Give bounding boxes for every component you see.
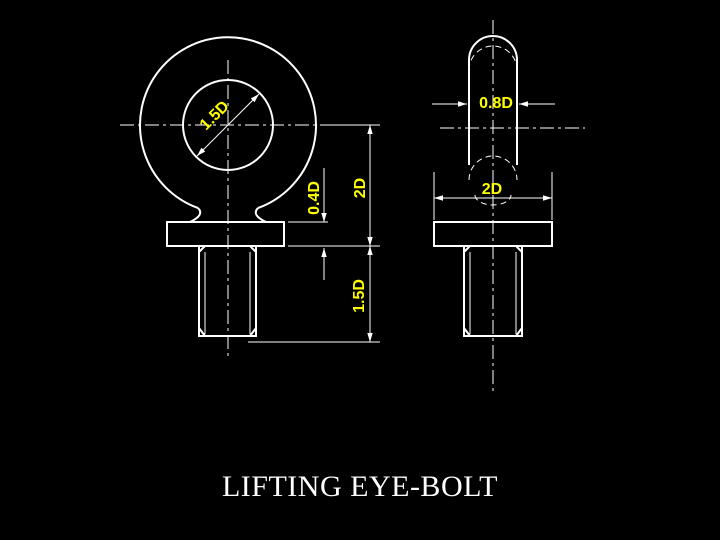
side-thread-top-left — [463, 245, 471, 253]
side-chamfer-right — [515, 327, 523, 337]
eye-ring-outer — [139, 36, 317, 209]
front-thread-top-left — [198, 245, 206, 253]
dim-eye-diameter-line — [196, 93, 260, 157]
front-chamfer-left — [198, 327, 206, 337]
dim-neck-label: 0.4D — [306, 181, 323, 215]
front-collar — [166, 221, 285, 247]
dim-eye-diameter-label: 1.5D — [197, 98, 233, 134]
side-shank-outline — [463, 246, 523, 337]
side-eye-hole — [468, 45, 518, 71]
eye-fillet-right — [254, 207, 267, 223]
middle-dimensions: 0.4D 2D 1.5D — [248, 124, 380, 343]
side-view: 0.8D 2D — [432, 20, 585, 395]
eye-fillet-left — [189, 207, 202, 223]
dim-collar-label: 2D — [482, 181, 502, 198]
front-chamfer-right — [249, 327, 257, 337]
dim-height-label: 2D — [352, 178, 369, 198]
front-view: 1.5D — [120, 36, 340, 360]
front-thread-top-right — [249, 245, 257, 253]
side-eye-profile — [468, 35, 518, 165]
dim-thickness-label: 0.8D — [479, 95, 513, 112]
side-hole-bottom — [468, 155, 518, 181]
drawing-title: LIFTING EYE-BOLT — [221, 470, 499, 503]
side-thread-top-right — [515, 245, 523, 253]
dim-thread-label: 1.5D — [351, 279, 368, 313]
side-chamfer-left — [463, 327, 471, 337]
